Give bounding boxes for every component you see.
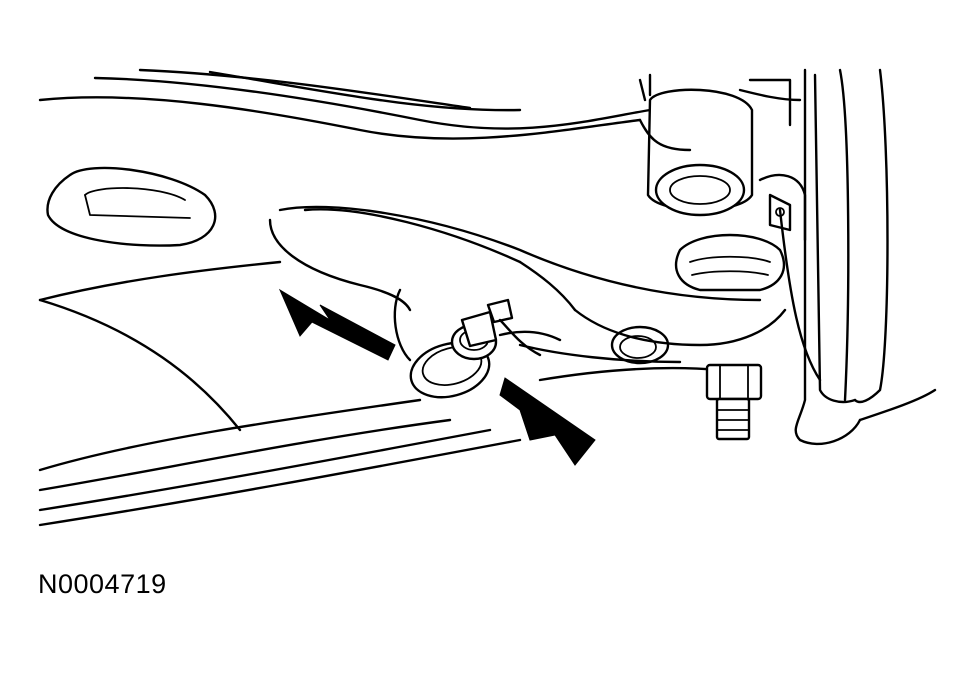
arrow-lower-right [499,377,596,466]
stabilizer-link-bushing [393,288,542,399]
subframe-outline [38,68,652,432]
steering-knuckle [648,68,937,446]
callout-arrows [278,288,596,466]
upper-bushing [638,78,802,217]
arrow-upper-left [278,288,396,361]
lower-control-arm [38,205,787,527]
bolt-hole [610,325,670,365]
subframe-pocket [46,166,217,247]
ball-joint [674,233,786,441]
figure-id-label: N0004719 [38,569,167,599]
